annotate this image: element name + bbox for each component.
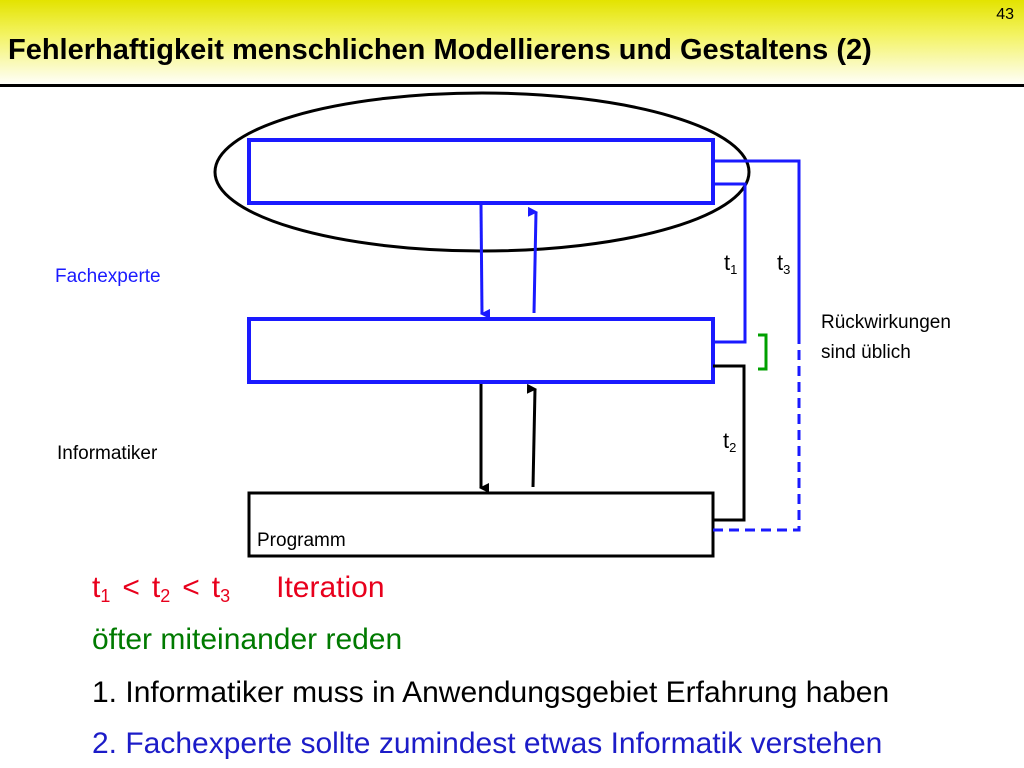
t2-label: t2 [723, 428, 737, 455]
title-rule [0, 84, 1024, 87]
slide-number: 43 [996, 6, 1014, 23]
programm-box [247, 491, 715, 558]
arrow-up-blue [527, 206, 538, 314]
loop-t3-solid [713, 159, 801, 342]
rueckwirkungen-label-1: Rückwirkungen [821, 312, 951, 333]
header-band [0, 0, 1024, 86]
green-statement: öfter miteinander reden [92, 623, 403, 656]
iteration-label: Iteration [276, 571, 385, 604]
loop-t1 [713, 182, 747, 344]
informatiker-label: Informatiker [57, 443, 158, 464]
point-2: 2. Fachexperte sollte zumindest etwas In… [92, 727, 883, 760]
t3-label: t3 [777, 250, 791, 277]
point-1: 1. Informatiker muss in Anwendungsgebiet… [92, 676, 890, 709]
green-bracket [758, 333, 768, 371]
arrow-down-blue [479, 204, 491, 319]
programm-label: Programm [257, 530, 346, 551]
top-box [247, 138, 715, 205]
middle-box [247, 317, 715, 384]
t1-label: t1 [724, 250, 738, 277]
loop-t2 [713, 364, 746, 522]
slide-title: Fehlerhaftigkeit menschlichen Modelliere… [8, 34, 872, 66]
loop-t3-dashed [713, 342, 801, 532]
fachexperte-label: Fachexperte [55, 266, 161, 287]
rueckwirkungen-label-2: sind üblich [821, 342, 911, 363]
arrow-up-black [526, 383, 537, 488]
